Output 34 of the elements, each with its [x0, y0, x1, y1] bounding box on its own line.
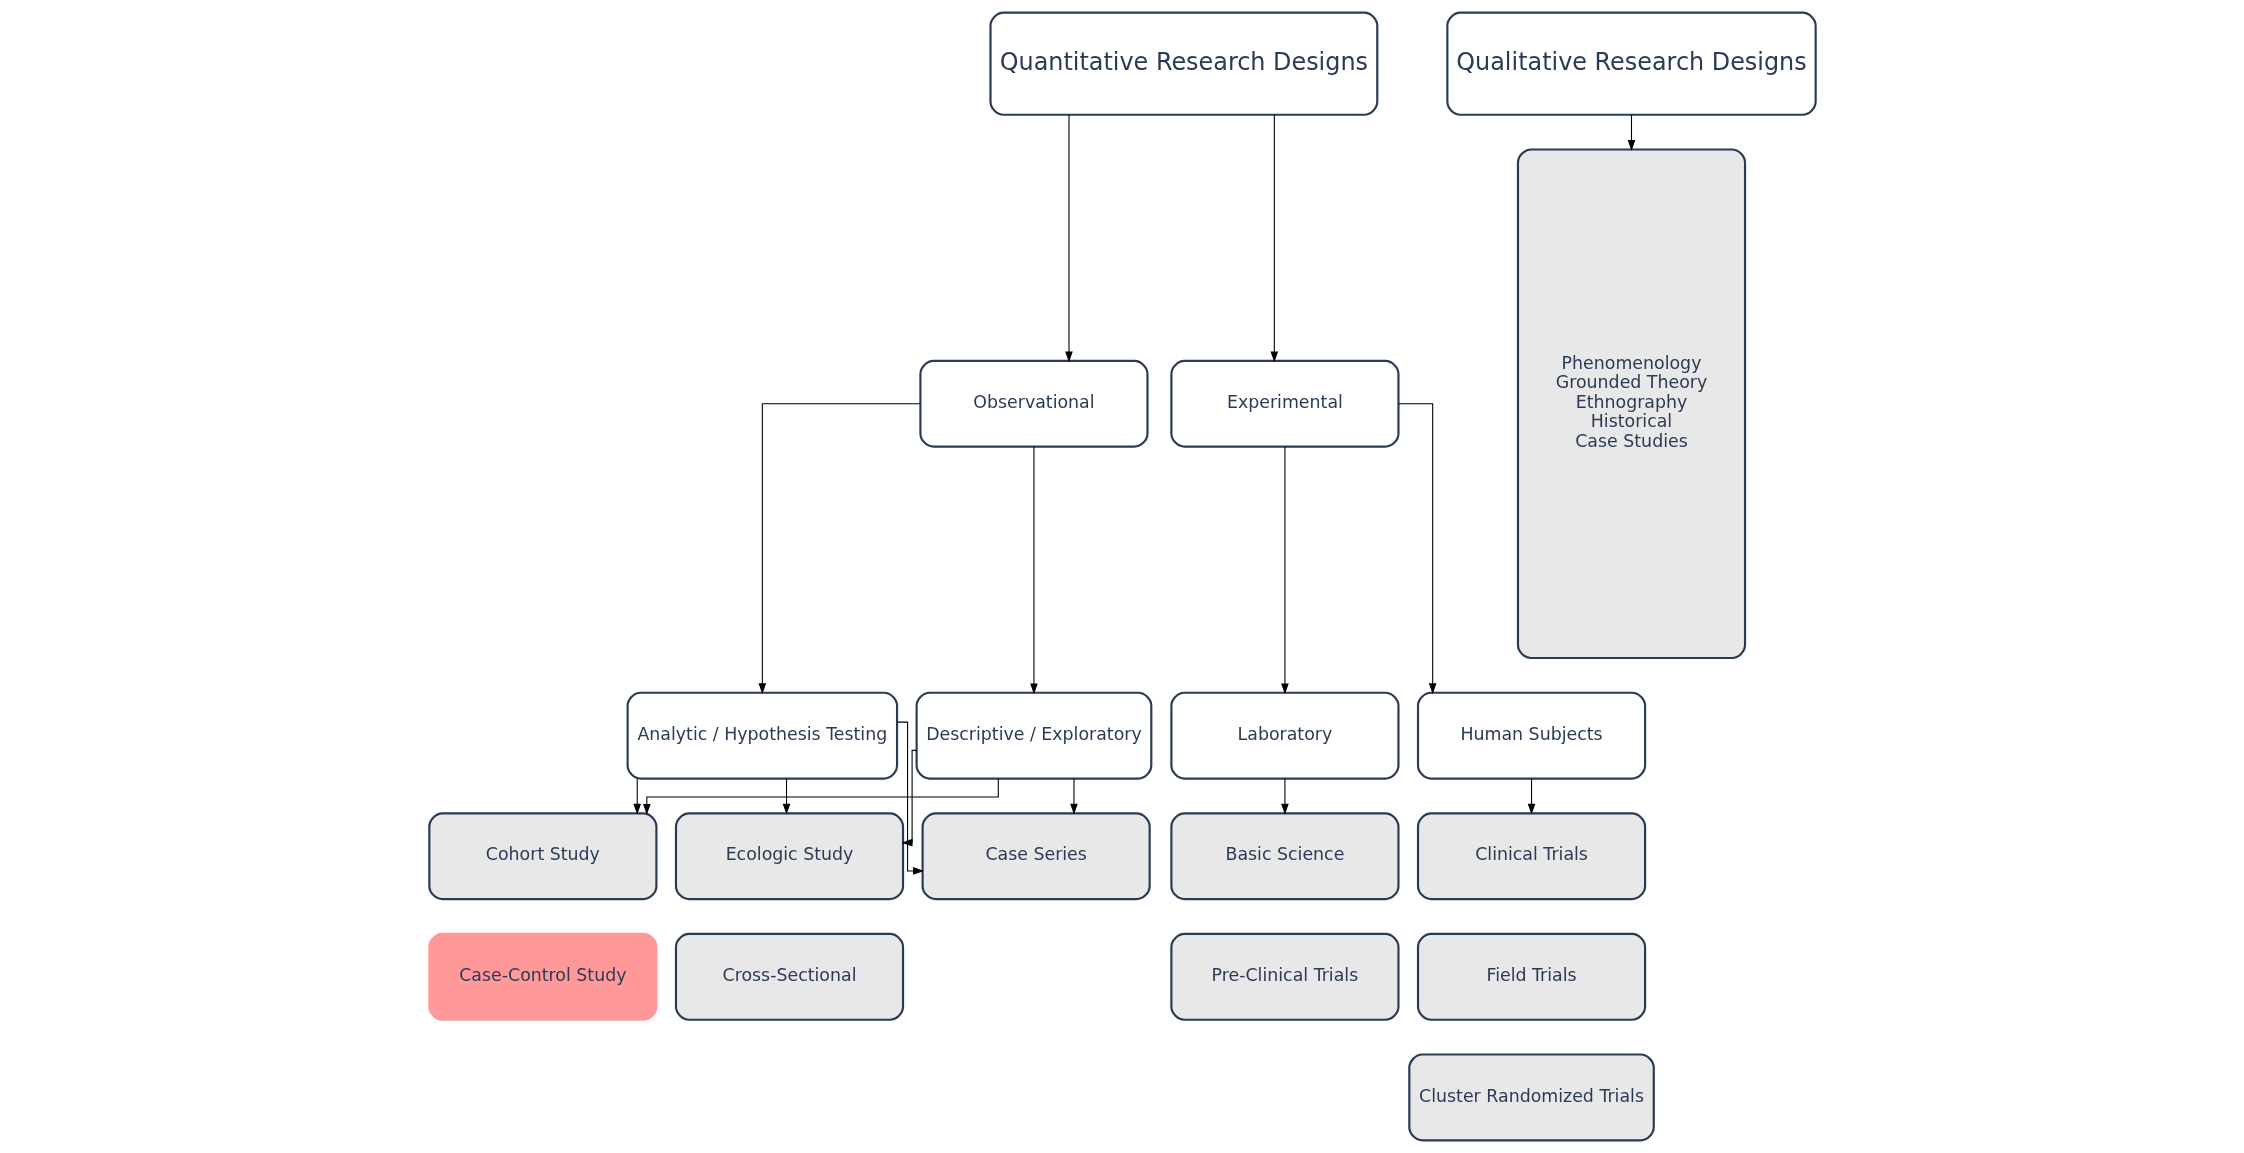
node-box: Basic Science [1169, 812, 1400, 901]
arrow [896, 721, 924, 875]
node-box: Pre-Clinical Trials [1169, 932, 1400, 1021]
arrow [1064, 114, 1073, 363]
arrow [1270, 114, 1278, 363]
node-box: Clinical Trials [1416, 812, 1646, 901]
node-box: Observational [918, 359, 1149, 448]
node-box: Descriptive / Exploratory [915, 691, 1152, 780]
node-box: Analytic / Hypothesis Testing [626, 691, 898, 780]
node-box: Quantitative Research Designs [988, 11, 1378, 116]
arrow [1069, 778, 1078, 815]
arrow [782, 778, 790, 815]
node-box: Ecologic Study [674, 812, 904, 901]
arrow [632, 778, 641, 815]
arrow [758, 403, 921, 695]
node-box: Cross-Sectional [674, 932, 904, 1021]
node-box: Qualitative Research Designs [1445, 11, 1817, 116]
node-box: Field Trials [1416, 932, 1646, 1021]
node-box: Laboratory [1169, 691, 1400, 780]
arrow [1527, 778, 1535, 815]
arrow [1627, 114, 1635, 151]
arrow [1280, 446, 1289, 695]
arrow [1029, 446, 1038, 695]
arrow [1280, 778, 1289, 815]
node-box: Experimental [1169, 359, 1400, 448]
arrow [1397, 403, 1436, 695]
node-box: Phenomenology Grounded Theory Ethnography Historical Case Studies [1516, 148, 1746, 660]
arrow [901, 749, 917, 847]
node-box: Case Series [921, 812, 1151, 901]
node-box: Cohort Study [427, 812, 657, 901]
arrow [642, 778, 999, 815]
node-box: Human Subjects [1416, 691, 1646, 780]
node-box: Case-Control Study [427, 932, 657, 1021]
node-box: Cluster Randomized Trials [1407, 1053, 1655, 1142]
